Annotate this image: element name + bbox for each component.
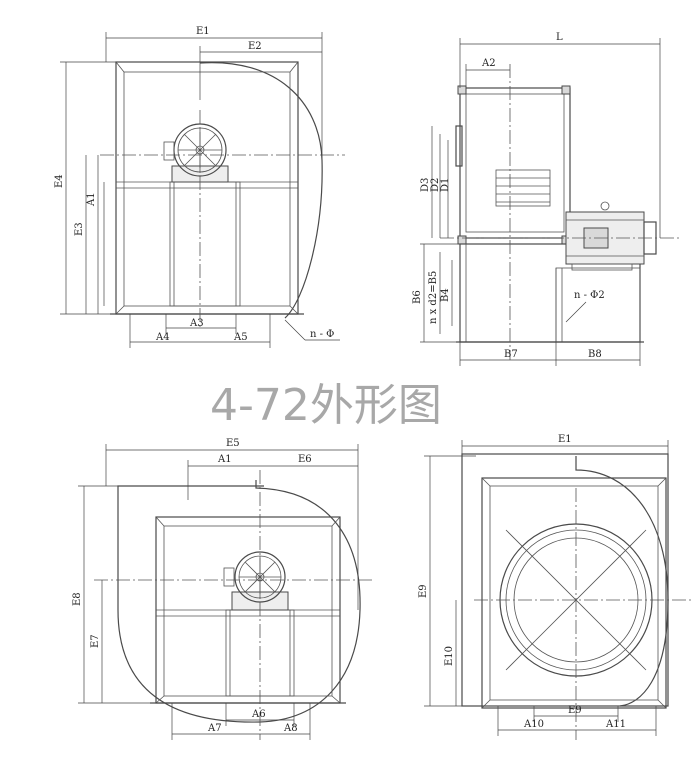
dim-label-E1: E1 <box>196 26 210 37</box>
dim-label-D2: D2 <box>430 178 441 192</box>
dim-label-A1: A1 <box>86 192 97 207</box>
dim-label-D3: D3 <box>420 178 431 192</box>
dim-label-B4: B4 <box>440 288 451 302</box>
dim-label-A11: A11 <box>605 719 626 730</box>
dim-label-A7: A7 <box>207 723 222 734</box>
dim-label-A3: A3 <box>189 318 204 329</box>
dim-label-E9-side: E9 <box>418 584 429 598</box>
dim-label-A5: A5 <box>233 332 248 343</box>
dim-label-B8: B8 <box>588 349 602 360</box>
dim-label-D1: D1 <box>440 178 451 192</box>
dim-label-A10: A10 <box>523 719 544 730</box>
dim-label-E3: E3 <box>74 222 85 236</box>
dim-label-B6: B6 <box>412 290 423 304</box>
dim-label-A8: A8 <box>283 723 298 734</box>
hole-note-n-phi2: n - Φ2 <box>574 290 605 301</box>
dim-label-E4: E4 <box>54 174 65 188</box>
dim-label-E1-outlet: E1 <box>558 434 572 445</box>
side-view: L A2 D3 D2 D1 B6 n x d2=B5 B4 B7 B8 n - … <box>412 32 680 366</box>
dim-label-E2: E2 <box>248 41 262 52</box>
dim-label-E10: E10 <box>444 646 455 666</box>
drawing-title: 4-72外形图 <box>210 380 442 431</box>
hole-note-n-phi: n - Φ <box>310 329 334 340</box>
dim-label-nxd2-B5: n x d2=B5 <box>428 271 439 324</box>
dim-label-E9-bottom: E9 <box>568 705 582 716</box>
front-view-top: E1 E2 E4 E3 A1 A3 A4 A5 n - Φ <box>54 26 345 348</box>
dim-label-L: L <box>556 32 563 43</box>
dim-label-A4: A4 <box>155 332 170 343</box>
motor-symbol-bottom <box>223 551 289 611</box>
motor-symbol <box>163 123 229 183</box>
side-motor-symbol <box>565 201 657 271</box>
dim-label-A2: A2 <box>481 58 496 69</box>
dim-label-A6: A6 <box>251 709 266 720</box>
front-view-bottom: E5 A1 E6 E8 E7 A6 A7 A8 <box>72 438 372 740</box>
dim-label-B7: B7 <box>504 349 518 360</box>
dim-label-A1-bottom: A1 <box>217 454 232 465</box>
dim-label-E7: E7 <box>90 634 101 648</box>
outlet-view: E1 E9 E10 E9 A10 A11 <box>418 434 692 740</box>
dim-label-E8: E8 <box>72 592 83 606</box>
dim-label-E6: E6 <box>298 454 312 465</box>
dim-label-E5: E5 <box>226 438 240 449</box>
